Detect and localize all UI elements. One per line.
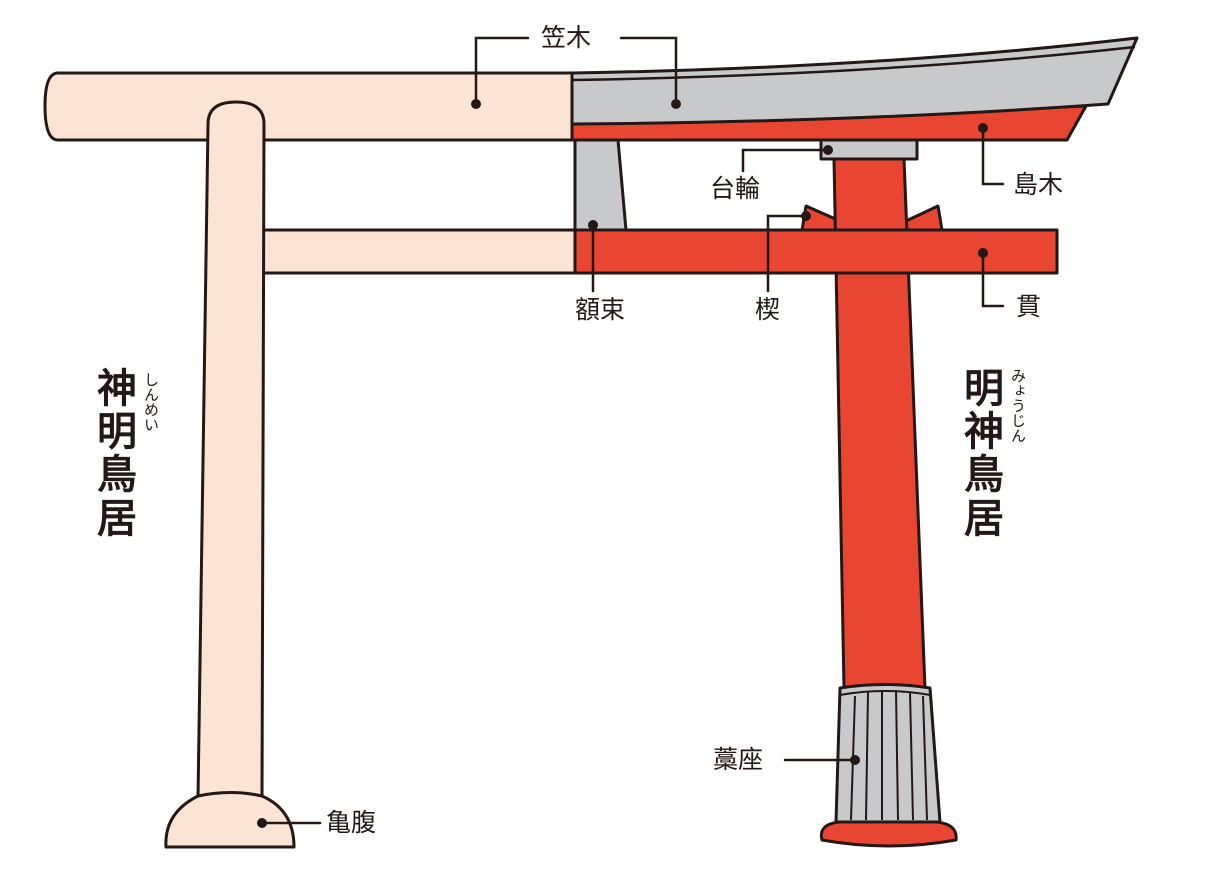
dot-warauza (850, 755, 860, 765)
dot-kusabi (801, 211, 811, 221)
warauza-rim (839, 690, 931, 696)
label-gakuzuka: 額束 (575, 295, 626, 324)
shinmei-ruby: しんめい (142, 372, 160, 432)
dot-gakuzuka (588, 220, 598, 230)
label-nuki: 貫 (1016, 292, 1042, 321)
label-warauza: 藁座 (713, 745, 764, 774)
dot-kasagi-left (471, 99, 481, 109)
dot-shimaki (978, 123, 988, 133)
shinmei-kasagi (43, 71, 577, 142)
dot-nuki (978, 248, 988, 258)
label-kamebara: 亀腹 (326, 808, 377, 837)
label-shimaki: 島木 (1013, 170, 1064, 199)
shinmei-nuki (234, 228, 577, 275)
leader-kasagi-right (619, 36, 678, 106)
leader-kasagi-left (474, 36, 530, 106)
dot-kasagi-right (671, 99, 681, 109)
warauza (834, 683, 942, 824)
kusabi-right (904, 204, 944, 232)
leader-daiwa (741, 148, 830, 173)
kamebara (164, 791, 296, 849)
shinmei-title-char-3: 鳥 (97, 452, 137, 499)
myojin-title: 明 神 鳥 居 (964, 366, 1004, 542)
dot-daiwa (823, 145, 833, 155)
label-kasagi: 笠木 (541, 23, 592, 52)
shinmei-title-char-1: 神 (97, 366, 137, 412)
daiwa (819, 138, 919, 161)
myojin-title-char-1: 明 (964, 366, 1004, 412)
myojin-kasagi-line (571, 45, 1136, 82)
leader-nuki (981, 251, 1005, 308)
shinmei-title: 神 明 鳥 居 (97, 366, 137, 542)
label-daiwa: 台輪 (710, 174, 761, 203)
shinmei-title-char-2: 明 (97, 409, 137, 456)
shinmei-pillar (196, 100, 266, 800)
myojin-title-char-4: 居 (964, 495, 1004, 542)
myojin-title-char-3: 鳥 (964, 452, 1004, 499)
leader-shimaki (981, 126, 1005, 186)
leader-kusabi (766, 214, 808, 293)
gakuzuka (573, 138, 628, 232)
myojin-base (819, 820, 958, 848)
label-kusabi: 楔 (755, 295, 781, 324)
myojin-ruby: みょうじん (1009, 368, 1027, 443)
myojin-title-char-2: 神 (964, 409, 1004, 456)
shinmei-title-char-4: 居 (97, 495, 137, 542)
dot-kamebara (257, 818, 267, 828)
